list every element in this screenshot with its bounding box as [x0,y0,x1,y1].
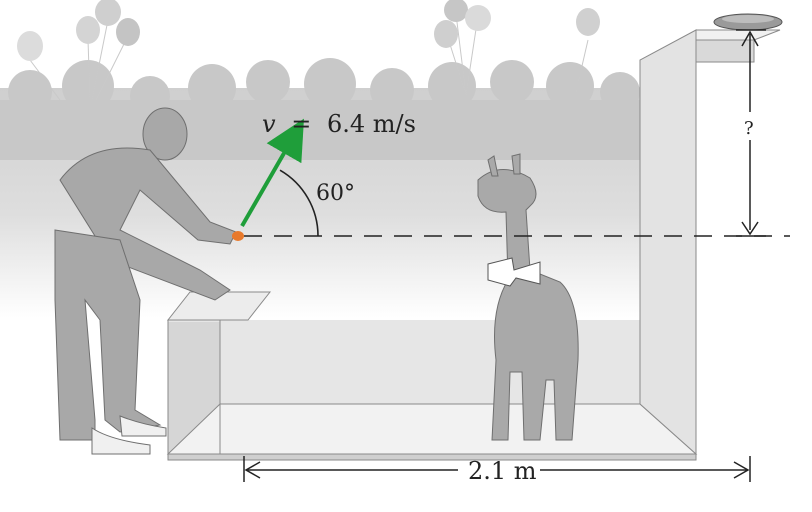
person-figure [54,107,237,455]
velocity-value: 6.4 m/s [327,110,416,138]
velocity-equals: = [291,110,311,138]
angle-arc [279,169,319,237]
balloons [17,0,600,101]
distance-label: 2.1 m [468,457,537,485]
velocity-arrow [240,118,304,227]
velocity-symbol: v [262,110,276,138]
velocity-label: v = 6.4 m/s [262,110,416,138]
angle-label: 60° [316,181,355,206]
giraffe-figure [477,153,579,441]
height-label: ? [744,118,754,139]
ball [232,231,244,241]
target-dish [713,13,783,31]
height-dimension [736,29,766,237]
distance-dimension [243,456,751,482]
